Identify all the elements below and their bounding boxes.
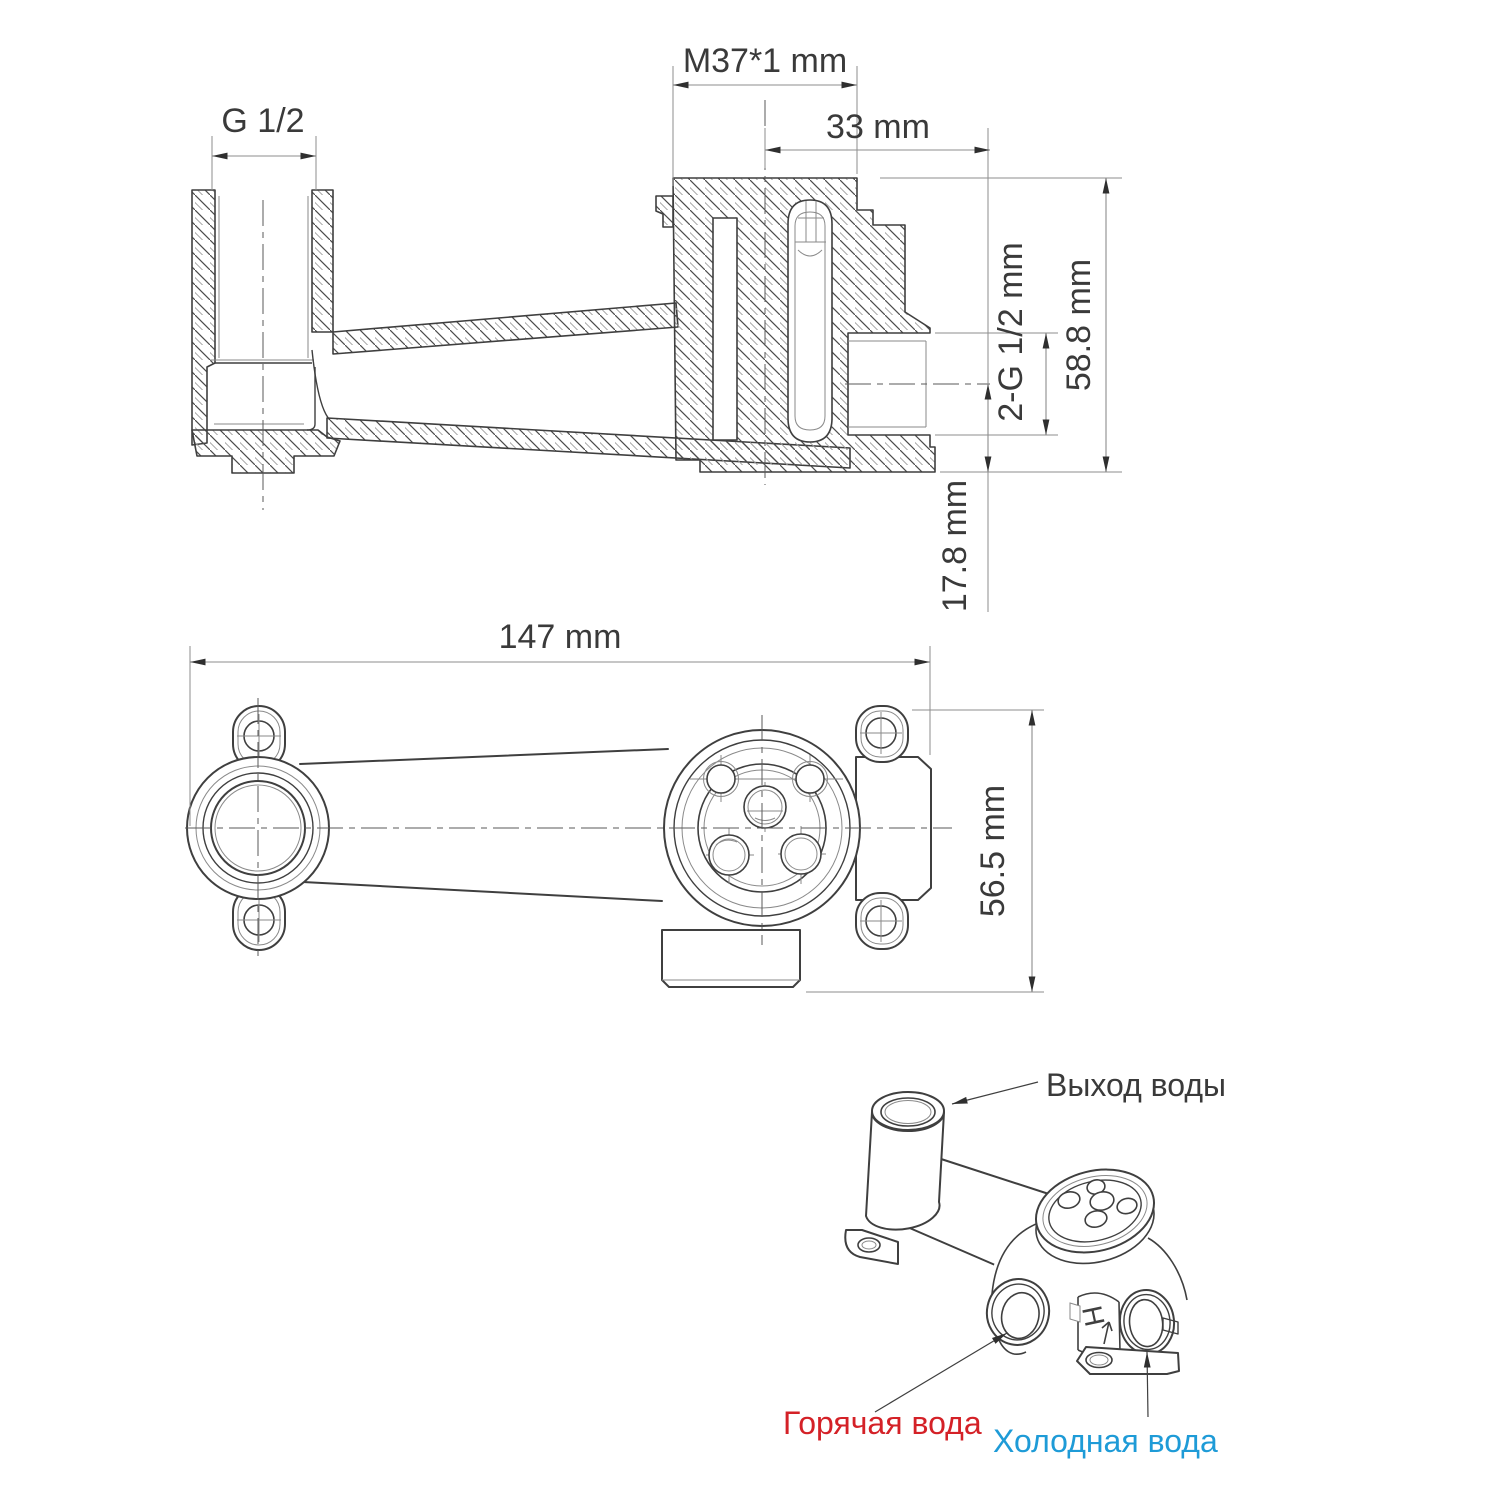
outlet-bore-step <box>210 359 314 425</box>
iso-hot-port <box>985 1278 1051 1346</box>
mount-ear-bottom-left <box>232 885 286 951</box>
mount-ear-top-left <box>232 705 286 771</box>
mount-ear-top-right <box>855 705 909 763</box>
section-view: M37*1 mm 33 mm G 1/2 58.8 mm 2-G 1/2 mm … <box>191 42 1122 612</box>
iso-view: H Выход воды Горячая вода Холодная вода <box>783 1067 1226 1459</box>
plan-arm-lines <box>299 748 669 902</box>
dim-label-178: 17.8 mm <box>936 480 974 612</box>
label-hot-water: Горячая вода <box>783 1405 982 1441</box>
dim-label-33: 33 mm <box>826 108 930 146</box>
bottom-tab <box>661 929 801 988</box>
iso-left-foot <box>844 1229 899 1265</box>
leader-hot <box>874 1332 1008 1413</box>
leader-outlet <box>951 1081 1039 1105</box>
label-water-outlet: Выход воды <box>1046 1067 1226 1103</box>
outlet-pipe-base-flange <box>191 429 341 474</box>
mount-ear-bottom-right <box>855 892 909 950</box>
dim-label-m37: M37*1 mm <box>683 42 847 80</box>
dim-label-2g12: 2-G 1/2 mm <box>992 242 1030 421</box>
arm-top-wall <box>332 302 679 355</box>
iso-center-rib <box>1069 1302 1081 1323</box>
bore-to-arm-curve <box>311 349 331 421</box>
outlet-pipe-right-wall <box>311 189 334 333</box>
leader-cold <box>1143 1351 1151 1418</box>
cartridge-cavity-inner <box>794 211 826 431</box>
cavity-top-detail <box>795 201 826 257</box>
outlet-thread-lines <box>218 196 309 358</box>
plan-view: 147 mm 56.5 mm <box>185 618 1044 993</box>
outlet-chamber-right <box>306 367 316 431</box>
iso-outlet-cylinder <box>865 1091 945 1231</box>
iso-arm-lines <box>904 1157 1056 1269</box>
iso-valve-flange <box>1034 1168 1156 1265</box>
outlet-pipe-left-wall <box>191 189 216 446</box>
extension-lines-plan <box>189 646 1044 993</box>
valve-body-section <box>672 177 936 473</box>
dim-label-588: 58.8 mm <box>1060 259 1098 391</box>
cast-mark-arrow <box>1101 1321 1113 1345</box>
valve-holes-plan <box>690 755 843 884</box>
iso-right-foot <box>1076 1317 1180 1375</box>
valve-body-left-tab <box>655 195 674 228</box>
dim-label-147: 147 mm <box>499 618 622 656</box>
label-cold-water: Холодная вода <box>993 1423 1218 1459</box>
dim-label-g12: G 1/2 <box>221 102 304 140</box>
dim-label-565: 56.5 mm <box>974 785 1012 917</box>
